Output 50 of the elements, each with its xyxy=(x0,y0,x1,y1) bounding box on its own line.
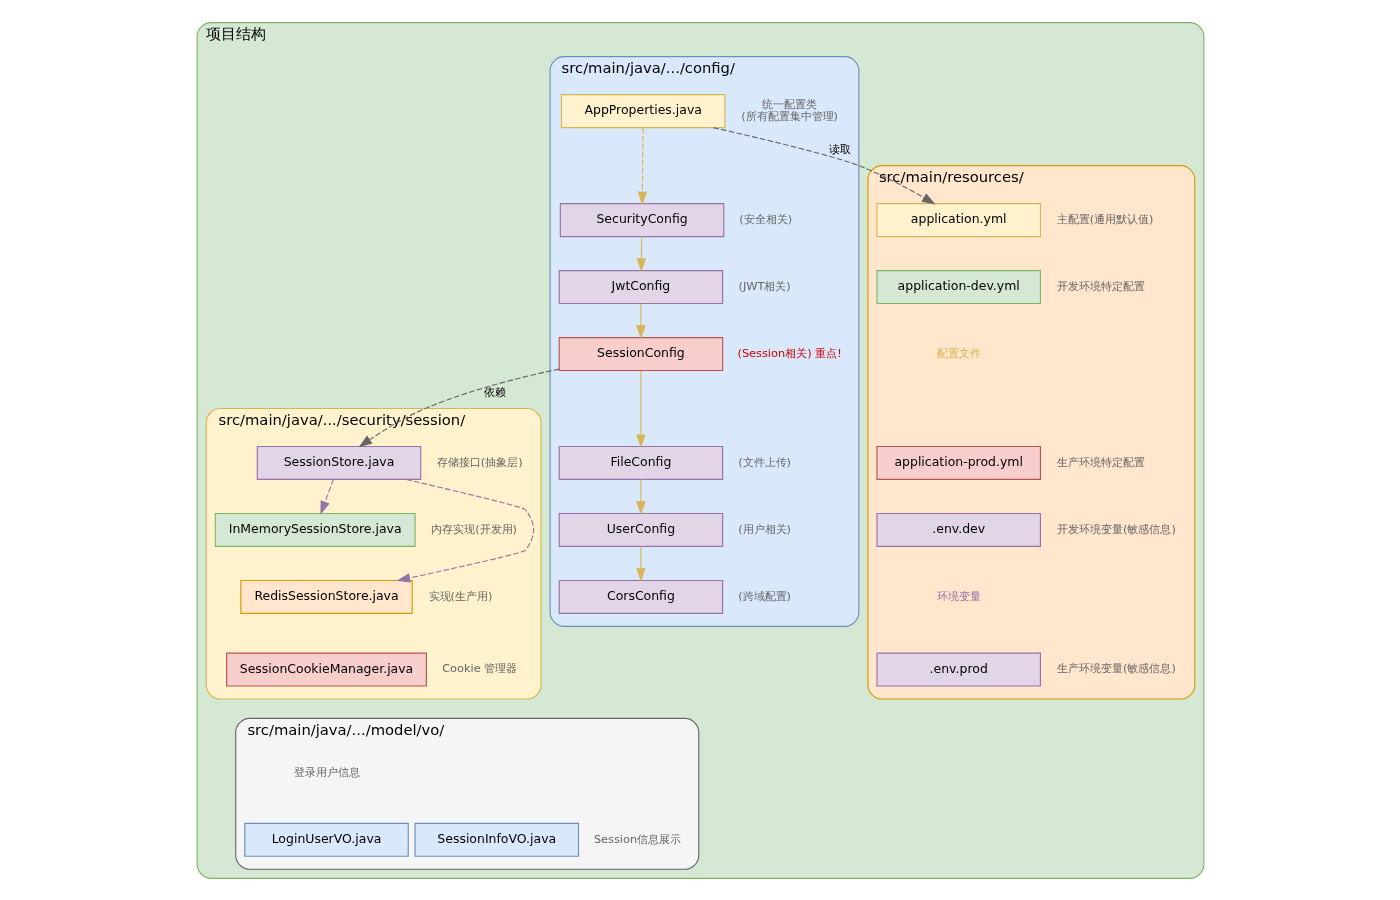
arrow xyxy=(635,369,646,448)
node-box: InMemorySessionStore.java xyxy=(214,512,416,547)
arrow xyxy=(635,478,646,515)
arrow xyxy=(635,545,646,582)
node-box: AppProperties.java xyxy=(560,93,725,128)
node-label: 统一配置类 xyxy=(761,96,817,111)
node-box: SecurityConfig xyxy=(559,202,724,237)
node-label: 实现(生产用) xyxy=(428,588,492,603)
edge-label: 读取 xyxy=(828,141,851,156)
node-box: SessionCookieManager.java xyxy=(225,652,427,687)
edge-label: 依赖 xyxy=(483,384,505,399)
node-label: (安全相关) xyxy=(738,211,792,226)
node-label: (文件上传) xyxy=(737,454,791,469)
node-box: UserConfig xyxy=(558,512,723,547)
node-box: FileConfig xyxy=(558,445,723,480)
node-label: 存储接口(抽象层) xyxy=(436,454,523,469)
arrow xyxy=(636,235,646,272)
arrow xyxy=(635,302,646,339)
node-label: 开发环境变量(敏感信息) xyxy=(1056,521,1176,536)
arrow xyxy=(358,368,560,447)
node-box: JwtConfig xyxy=(558,269,723,304)
label: 登录用户信息 xyxy=(293,764,360,779)
node-label: 主配置(通用默认值) xyxy=(1056,211,1154,226)
node-box: application-dev.yml xyxy=(875,269,1041,304)
node-box: SessionInfoVO.java xyxy=(414,822,579,857)
node-label: Cookie 管理器 xyxy=(441,660,517,675)
node-label: 内存实现(开发用) xyxy=(430,521,517,536)
node-box: .env.dev xyxy=(875,512,1041,547)
arrow xyxy=(319,478,334,515)
arrow xyxy=(712,126,936,204)
node-box: application-prod.yml xyxy=(875,445,1041,480)
node-box: application.yml xyxy=(875,202,1041,237)
node-label: 生产环境特定配置 xyxy=(1056,454,1145,469)
node-label: 生产环境变量(敏感信息) xyxy=(1056,660,1176,675)
arrow xyxy=(637,126,647,205)
node-box: SessionStore.java xyxy=(256,445,421,480)
label: 配置文件 xyxy=(936,345,981,360)
node-label: (跨域配置) xyxy=(737,588,791,603)
node-box: RedisSessionStore.java xyxy=(239,579,413,614)
node-label: Session信息展示 xyxy=(593,831,681,846)
node-box: CorsConfig xyxy=(558,579,723,614)
label: 环境变量 xyxy=(936,588,981,603)
node-label: (JWT相关) xyxy=(737,278,791,293)
node-label: (Session相关) 重点! xyxy=(736,345,842,360)
node-box: LoginUserVO.java xyxy=(243,822,409,857)
arrow xyxy=(396,478,534,583)
node-box: .env.prod xyxy=(875,652,1041,687)
node-label: (用户相关) xyxy=(737,521,791,536)
node-label: 开发环境特定配置 xyxy=(1056,278,1145,293)
node-box: SessionConfig xyxy=(558,336,723,371)
